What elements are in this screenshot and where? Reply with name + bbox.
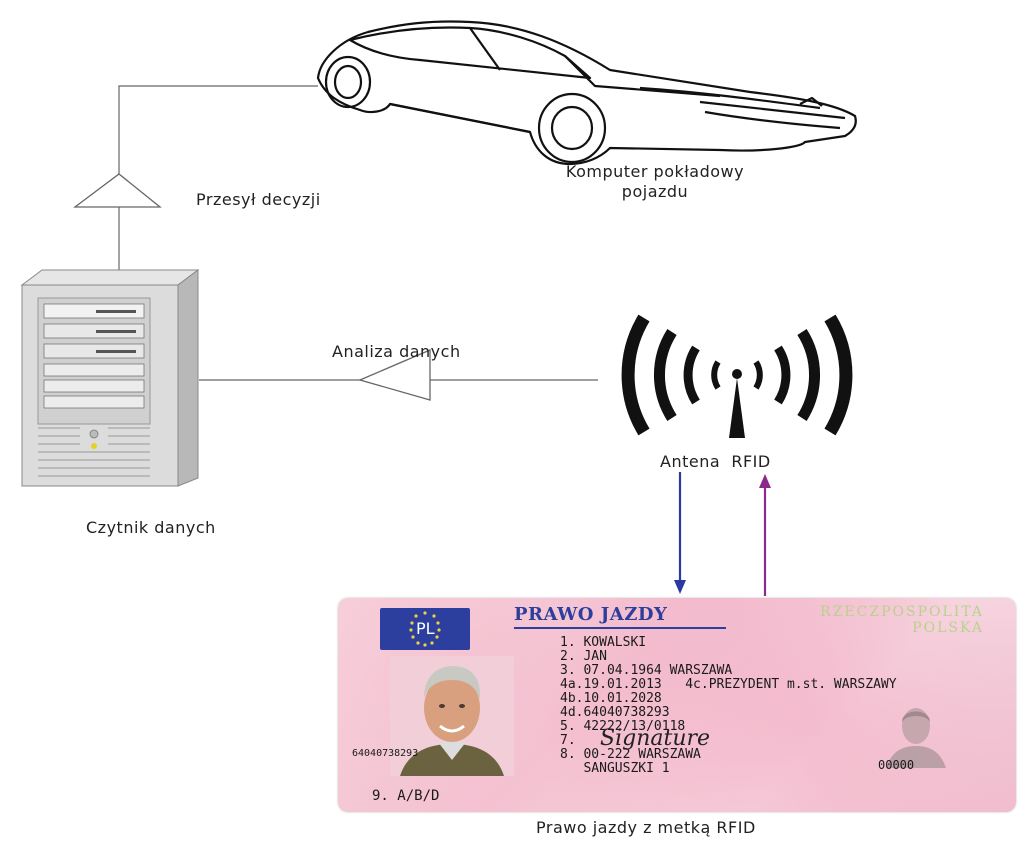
arrow-down-blue (674, 472, 686, 594)
field-pesel: 4d.64040738293 (560, 705, 670, 720)
field-issue: 4a.19.01.2013 4c.PREZYDENT m.st. WARSZAW… (560, 677, 897, 692)
field-address: 8. 00-222 WARSZAWA (560, 747, 701, 762)
field-name: 2. JAN (560, 649, 607, 664)
driving-license-card: PL PRAWO JAZDY RZECZPOSPOLITA POLSKA 640… (338, 598, 1016, 812)
eu-flag-icon: PL (380, 608, 470, 650)
antenna-icon (621, 314, 853, 438)
label-car-line2: pojazdu (621, 182, 689, 201)
license-fields: 1. KOWALSKI 2. JAN 3. 07.04.1964 WARSZAW… (560, 636, 897, 776)
ghost-photo (886, 708, 946, 768)
license-country: RZECZPOSPOLITA POLSKA (734, 604, 984, 636)
holder-signature: Signature (600, 726, 711, 751)
field-surname: 1. KOWALSKI (560, 635, 647, 650)
server-icon (20, 269, 200, 487)
field-street: SANGUSZKI 1 (560, 761, 670, 776)
field-number: 5. 42222/13/0118 (560, 719, 686, 734)
label-driving-license: Prawo jazdy z metką RFID (536, 818, 756, 837)
field-signature: 7. (560, 733, 576, 748)
country-line2: POLSKA (912, 620, 984, 636)
label-rfid-antenna: Antena RFID (660, 452, 771, 471)
car-icon (316, 20, 857, 166)
photo-number: 64040738293 (352, 748, 419, 759)
label-decision-transfer: Przesył decyzji (196, 190, 321, 209)
holder-photo (390, 656, 514, 776)
country-line1: RZECZPOSPOLITA (820, 604, 984, 620)
license-category: 9. A/B/D (372, 788, 440, 804)
label-data-analysis: Analiza danych (332, 342, 461, 361)
label-car-computer: Komputer pokładowy pojazdu (530, 162, 780, 202)
triangle-up-icon (73, 173, 162, 208)
label-car-line1: Komputer pokładowy (565, 162, 745, 181)
triangle-left-icon (358, 349, 431, 401)
arrow-up-purple (759, 474, 771, 596)
ghost-number: 00000 (878, 758, 915, 772)
license-title-underline (514, 627, 726, 629)
line-car-to-server (118, 85, 318, 280)
license-title: PRAWO JAZDY (514, 604, 668, 625)
label-data-reader: Czytnik danych (86, 518, 216, 537)
country-code: PL (416, 619, 435, 638)
field-birth: 3. 07.04.1964 WARSZAWA (560, 663, 733, 678)
field-expiry: 4b.10.01.2028 (560, 691, 662, 706)
